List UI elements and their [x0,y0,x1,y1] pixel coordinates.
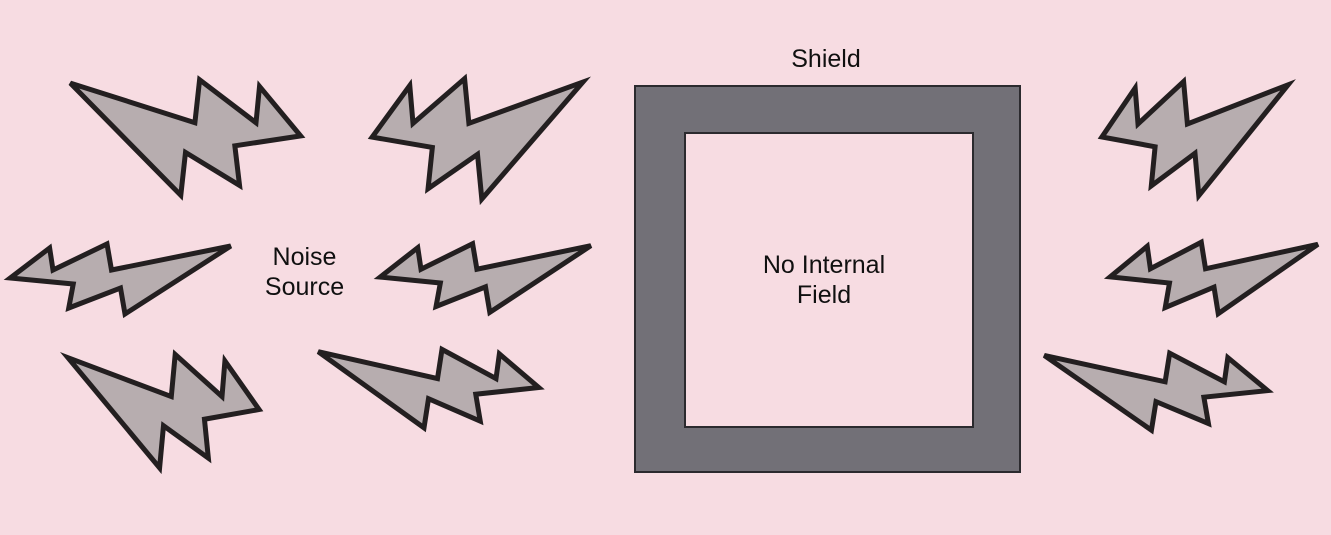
lightning-bolt-shape [1110,242,1318,313]
bolt-mid-right [1108,230,1320,332]
no-internal-field-label: No Internal Field [762,251,886,309]
lightning-bolt-shape [1102,82,1288,196]
bolt-bottom-center [316,336,541,448]
lightning-bolt-shape [372,79,583,199]
lightning-bolt-shape [10,244,231,314]
bolt-bottom-left [66,335,261,497]
shield-label: Shield [791,45,861,73]
lightning-bolt-shape [380,244,591,313]
noise-source-label: Noise Source [264,243,345,301]
bolt-bottom-right [1042,340,1270,450]
bolt-mid-center [378,232,593,330]
lightning-bolt-shape [70,80,300,196]
bolt-top-right [1100,62,1290,225]
lightning-bolt-shape [318,349,539,427]
lightning-bolt-shape [68,354,259,467]
bolt-top-center [370,58,585,230]
bolt-top-left [68,60,303,225]
bolt-mid-left [8,232,233,332]
lightning-bolt-shape [1044,353,1267,430]
shield-inner-cavity [684,132,974,428]
